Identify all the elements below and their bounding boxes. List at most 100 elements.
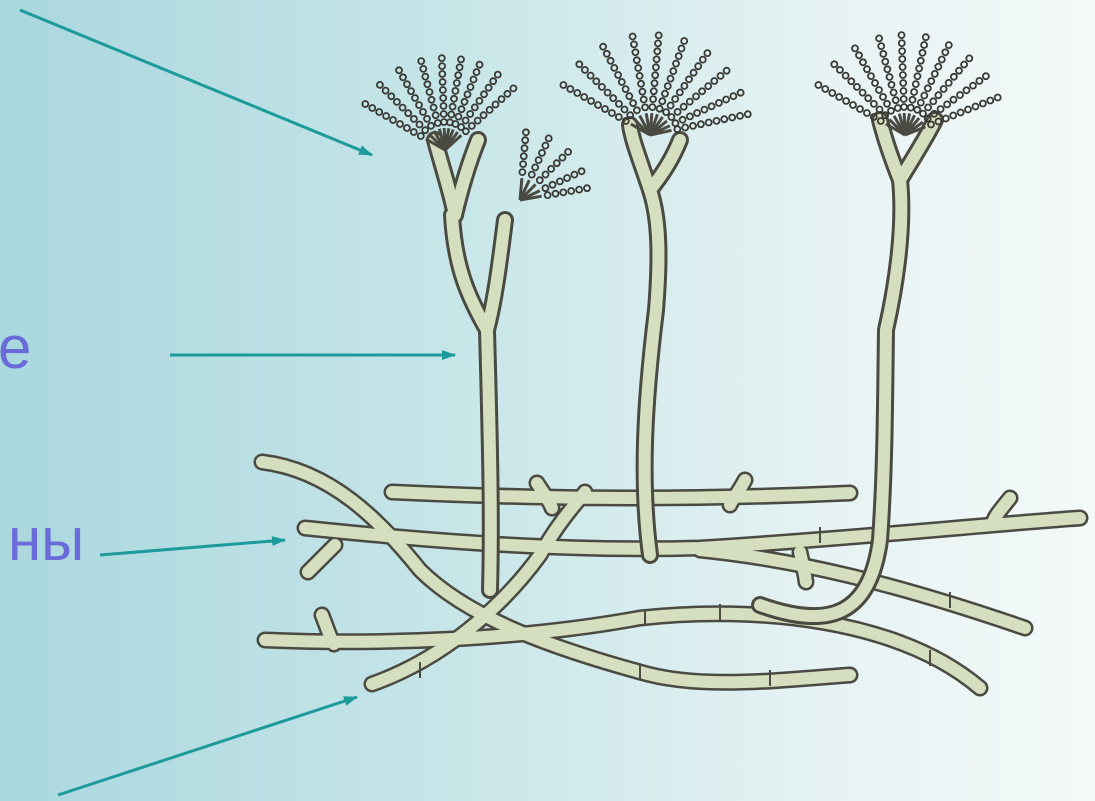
spore bbox=[622, 107, 628, 113]
spore bbox=[546, 135, 552, 141]
spore bbox=[836, 94, 842, 100]
spore bbox=[887, 74, 893, 80]
spore bbox=[848, 78, 854, 84]
spore bbox=[938, 106, 944, 112]
spore bbox=[932, 71, 938, 77]
spore bbox=[868, 73, 874, 79]
spore bbox=[623, 86, 629, 92]
spore bbox=[642, 104, 648, 110]
spore bbox=[668, 103, 674, 109]
spore bbox=[574, 90, 580, 96]
spore bbox=[677, 89, 683, 95]
spore bbox=[852, 45, 858, 51]
spore bbox=[729, 115, 735, 121]
spore bbox=[459, 106, 465, 112]
spore bbox=[980, 101, 986, 107]
spore bbox=[481, 112, 487, 118]
spore bbox=[565, 149, 571, 155]
spore bbox=[672, 96, 678, 102]
spore bbox=[701, 107, 707, 113]
spore bbox=[455, 72, 461, 78]
spore bbox=[404, 81, 410, 87]
spore bbox=[964, 87, 970, 93]
spore bbox=[860, 90, 866, 96]
spore bbox=[420, 66, 426, 72]
spore bbox=[983, 73, 989, 79]
spore bbox=[899, 56, 905, 62]
spore bbox=[520, 161, 526, 167]
spore bbox=[901, 96, 907, 102]
spore bbox=[475, 118, 481, 124]
spore bbox=[439, 63, 445, 69]
spore bbox=[476, 98, 482, 104]
spore bbox=[673, 61, 679, 67]
spore bbox=[431, 105, 437, 111]
spore bbox=[417, 122, 423, 128]
spore bbox=[634, 57, 640, 63]
spore bbox=[665, 83, 671, 89]
spore bbox=[686, 76, 692, 82]
spore bbox=[522, 145, 528, 151]
spore bbox=[529, 172, 535, 178]
spore bbox=[880, 94, 886, 100]
spore bbox=[966, 55, 972, 61]
spore bbox=[630, 34, 636, 40]
spore bbox=[451, 96, 457, 102]
spore bbox=[411, 129, 417, 135]
spore bbox=[584, 185, 590, 191]
spore bbox=[951, 97, 957, 103]
spore bbox=[422, 127, 428, 133]
spore bbox=[634, 107, 640, 113]
spore bbox=[635, 65, 641, 71]
spore bbox=[579, 168, 585, 174]
spore bbox=[499, 96, 505, 102]
spore bbox=[921, 93, 927, 99]
spore bbox=[468, 84, 474, 90]
spore bbox=[416, 102, 422, 108]
spore bbox=[568, 188, 574, 194]
spore bbox=[668, 114, 674, 120]
spore bbox=[901, 104, 907, 110]
spore bbox=[691, 70, 697, 76]
spore bbox=[829, 90, 835, 96]
spore bbox=[676, 53, 682, 59]
spore bbox=[709, 103, 715, 109]
spore bbox=[652, 72, 658, 78]
spore bbox=[593, 78, 599, 84]
spore bbox=[899, 48, 905, 54]
spore bbox=[856, 52, 862, 58]
spore bbox=[653, 64, 659, 70]
spore bbox=[550, 182, 556, 188]
spore bbox=[893, 97, 899, 103]
spore bbox=[463, 128, 469, 134]
spore bbox=[654, 56, 660, 62]
spore bbox=[670, 68, 676, 74]
spore bbox=[850, 102, 856, 108]
spore bbox=[543, 172, 549, 178]
spore bbox=[462, 99, 468, 105]
spore bbox=[965, 107, 971, 113]
spore bbox=[376, 109, 382, 115]
spore bbox=[872, 80, 878, 86]
spore bbox=[522, 137, 528, 143]
spore bbox=[916, 66, 922, 72]
spore bbox=[956, 68, 962, 74]
spore bbox=[595, 102, 601, 108]
spore bbox=[490, 78, 496, 84]
spore bbox=[630, 100, 636, 106]
spore bbox=[910, 97, 916, 103]
spore bbox=[641, 97, 647, 103]
spore bbox=[687, 113, 693, 119]
spore bbox=[925, 104, 931, 110]
spore bbox=[650, 96, 656, 102]
spore bbox=[706, 120, 712, 126]
spore bbox=[944, 101, 950, 107]
spore bbox=[532, 164, 538, 170]
arrow-to-conidia bbox=[20, 10, 372, 155]
spore bbox=[942, 49, 948, 55]
spore bbox=[674, 126, 680, 132]
spore bbox=[557, 178, 563, 184]
spore bbox=[632, 49, 638, 55]
spore bbox=[918, 100, 924, 106]
